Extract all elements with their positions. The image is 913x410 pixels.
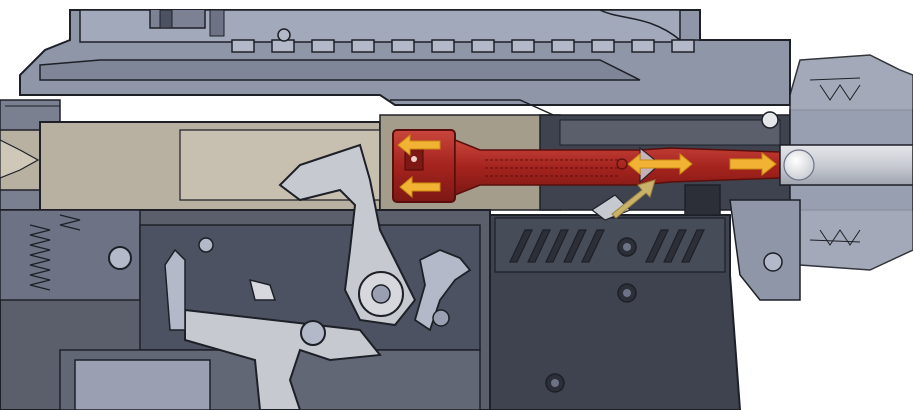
double-arrow-center [627, 152, 693, 176]
left-arrow-upper [397, 133, 441, 157]
bolt-catch [413, 249, 472, 332]
bb-ball [783, 149, 815, 181]
selector-pin [108, 246, 132, 270]
lower-receiver [0, 209, 491, 410]
feed-lip [684, 184, 721, 216]
trigger [184, 308, 382, 410]
right-arrow-barrel [729, 151, 777, 177]
upper-receiver [19, 9, 791, 106]
left-arrow-lower [399, 175, 441, 199]
motion-arrows [397, 133, 777, 219]
rail-pin [277, 28, 291, 42]
springs [29, 214, 81, 291]
rail-notches [231, 39, 695, 53]
magazine [489, 214, 742, 410]
charging-handle [39, 59, 641, 81]
diagonal-arrow-up [611, 179, 656, 219]
